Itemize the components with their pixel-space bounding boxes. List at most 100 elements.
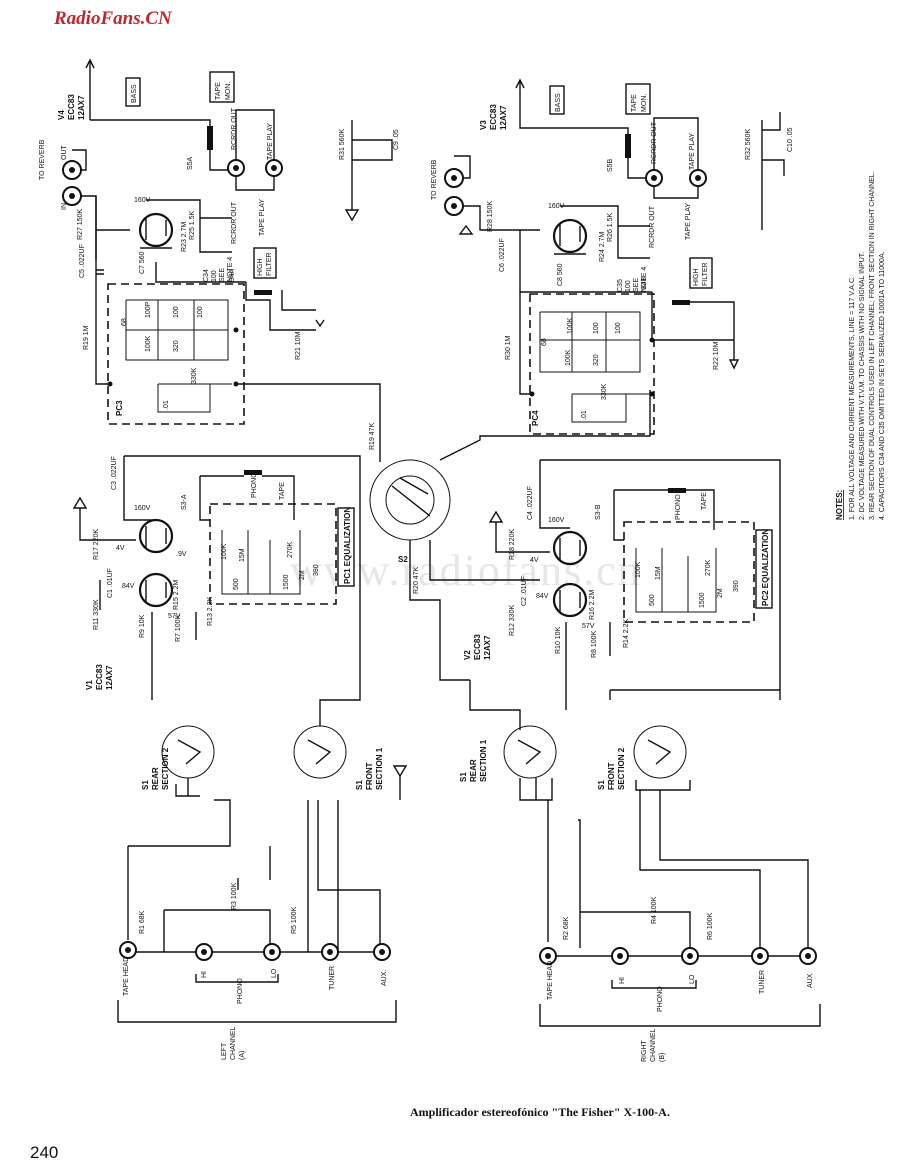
channel-label-right-3: (B): [659, 1053, 666, 1062]
v2-alt: 12AX7: [483, 635, 492, 660]
s1-rear-section-right: SECTION 1: [479, 739, 488, 782]
c3-label: C3 .022UF: [111, 456, 118, 490]
c34-see: SEE: [219, 268, 226, 282]
s1-front-sub-left: FRONT: [365, 762, 374, 790]
tape-label-s3b: TAPE: [701, 492, 708, 510]
pc4-val-01: .01: [581, 410, 588, 420]
v2-tube-lower: [552, 582, 588, 618]
s1-rear-label-left: S1: [141, 780, 150, 790]
phono-group-label-right: PHONO: [657, 986, 664, 1012]
watermark: RadioFans.CN: [53, 8, 173, 29]
s1-front-sub-right: FRONT: [607, 762, 616, 790]
v2-upper-plate-voltage: 160V: [548, 517, 565, 524]
s1-front-section-left: SECTION 1: [375, 747, 384, 790]
aux-label-right: AUX: [807, 973, 814, 988]
s1-rear-section-left: SECTION 2: [161, 747, 170, 790]
r17-label: R17 220K: [93, 529, 100, 560]
c34-note: NOTE 4: [227, 257, 234, 282]
r2-label: R2 68K: [563, 916, 570, 940]
r27-label: R27 150K: [77, 209, 84, 240]
v1-tube-upper: [138, 518, 174, 554]
v1-grid-voltage: .9V: [176, 551, 187, 558]
r10-label: R10 10K: [555, 626, 562, 654]
bass-label-left: BASS: [131, 84, 138, 103]
v2-tube-upper: [552, 530, 588, 566]
pc4-val-100-b: 100: [615, 322, 622, 334]
s1-front-section2-switch[interactable]: [633, 725, 687, 779]
pc4-val-100-a: 100: [593, 322, 600, 334]
v3-type: ECC83: [489, 104, 498, 130]
phono-lo-label-left: LO: [271, 968, 278, 978]
r13-label: R13 2.2K: [207, 596, 214, 626]
pc2-network: [623, 521, 755, 623]
phono-lo-label-right: LO: [689, 974, 696, 984]
tape-play-label-right-2: TAPE PLAY: [685, 203, 692, 240]
v1-type: ECC83: [95, 664, 104, 690]
v3-label: V3: [479, 120, 488, 130]
pc1-val-390: 390: [313, 564, 320, 576]
pc3-val-330k: 330K: [191, 367, 198, 384]
rcrdr-out-label-right-2: RCRDR OUT: [649, 205, 656, 248]
pc3-val-68: 68: [121, 318, 128, 326]
c34-label: C34: [203, 269, 210, 282]
pc3-val-100-b: 100: [197, 306, 204, 318]
r30-label: R30 1M: [505, 335, 512, 360]
note-3: 3. REAR SECTION OF DUAL CONTROLS USED IN…: [869, 171, 876, 520]
s1-rear-sub-right: REAR: [469, 759, 478, 782]
v4-label: V4: [57, 110, 66, 120]
r19-label-left: R19 1M: [83, 325, 90, 350]
channel-label-left: LEFT: [221, 1042, 228, 1060]
r9-label: R9 10K: [139, 614, 146, 638]
v1-lower-cathode-voltage: 57V: [168, 613, 181, 620]
v4-type: ECC83: [67, 94, 76, 120]
pc4-val-320: 320: [593, 354, 600, 366]
r8-label: R8 100K: [591, 630, 598, 658]
r19-center-label: R19 47K: [369, 422, 376, 450]
channel-label-right: RIGHT: [641, 1040, 648, 1063]
v2-upper-cathode-voltage: 4V: [530, 557, 539, 564]
channel-label-left-3: (A): [239, 1051, 246, 1060]
page-number: 240: [30, 1143, 58, 1162]
c9-label: C9 .05: [393, 129, 400, 150]
r7-label: R7 100K: [175, 614, 182, 642]
v1-label: V1: [85, 680, 94, 690]
v4-plate-voltage: 160V: [134, 197, 151, 204]
v4-alt: 12AX7: [77, 95, 86, 120]
r15-label: R15 2.2M: [173, 579, 180, 610]
r3-label: R3 100K: [231, 882, 238, 910]
pc1-val-2m: 2M: [299, 570, 306, 580]
s3a-label: S3-A: [181, 494, 188, 510]
bass-label-right: BASS: [555, 93, 562, 112]
r5-label: R5 100K: [291, 906, 298, 934]
pc3-val-100k: 100K: [145, 335, 152, 352]
s1-rear-label-right: S1: [459, 772, 468, 782]
r11-label: R11 330K: [93, 599, 100, 630]
c1-label: C1 .01UF: [107, 568, 114, 598]
tape-mon-label-left: TAPE: [215, 82, 222, 100]
c35-see: SEE: [633, 278, 640, 292]
r31-label: R31 560K: [339, 129, 346, 160]
r26-label: R26 1.5K: [607, 212, 614, 242]
v1-lower-plate-voltage: 84V: [122, 583, 135, 590]
r22-label: R22 10M: [713, 341, 720, 370]
pc2-val-270k: 270K: [705, 559, 712, 576]
r32-label: R32 560K: [745, 129, 752, 160]
pc3-network: [107, 283, 245, 425]
tape-play-label-left: TAPE PLAY: [267, 123, 274, 160]
r18-label: R18 220K: [509, 529, 516, 560]
v1-alt: 12AX7: [105, 665, 114, 690]
s2-label: S2: [398, 555, 408, 564]
r23-label: R23 2.7M: [181, 221, 188, 252]
tape-play-label-left-2: TAPE PLAY: [259, 199, 266, 236]
s1-front-section1-switch[interactable]: [293, 725, 347, 779]
v2-type: ECC83: [473, 634, 482, 660]
s5b-label: S5B: [607, 158, 614, 172]
c8-label: C8 560: [557, 263, 564, 286]
c10-label: C10 .05: [787, 127, 794, 152]
to-reverb-label-right: TO REVERB: [431, 159, 438, 200]
v3-alt: 12AX7: [499, 105, 508, 130]
to-reverb-label-left: TO REVERB: [39, 139, 46, 180]
s1-rear-section1-switch[interactable]: [503, 725, 557, 779]
